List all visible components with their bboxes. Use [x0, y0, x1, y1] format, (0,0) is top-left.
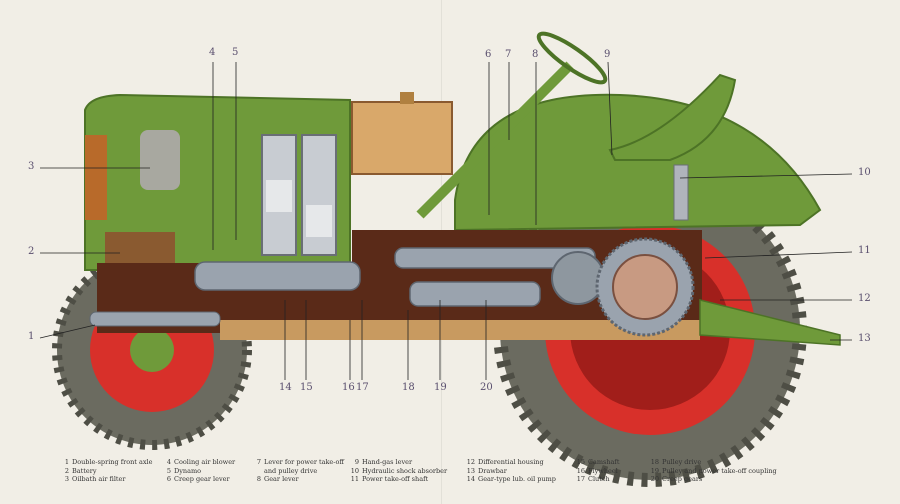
- callout-6: 6: [485, 49, 492, 60]
- callout-4: 4: [209, 47, 216, 58]
- callout-9: 9: [604, 49, 611, 60]
- radiator-grille: [85, 135, 107, 220]
- callout-5: 5: [232, 47, 239, 58]
- callout-20: 20: [480, 382, 493, 393]
- callout-11: 11: [858, 245, 871, 256]
- leader-lines: [39, 61, 853, 380]
- bevel-gear: [551, 251, 605, 305]
- callout-16: 16: [342, 382, 355, 393]
- front-axle: [89, 311, 221, 327]
- callout-8: 8: [532, 49, 539, 60]
- steering-wheel: [536, 31, 608, 85]
- differential-housing: [612, 254, 678, 320]
- callout-12: 12: [858, 293, 871, 304]
- rear-fender: [454, 93, 822, 232]
- crankshaft: [194, 261, 361, 291]
- steering-column: [416, 61, 574, 219]
- housing-bottom: [220, 320, 700, 340]
- callout-14: 14: [279, 382, 292, 393]
- shock-absorber: [673, 164, 689, 221]
- callout-19: 19: [434, 382, 447, 393]
- seat: [608, 73, 737, 161]
- callout-1: 1: [28, 331, 35, 342]
- piston-2: [306, 205, 332, 237]
- legend-item: and pulley drive: [264, 466, 318, 475]
- callout-13: 13: [858, 333, 871, 344]
- callout-17: 17: [356, 382, 369, 393]
- callout-15: 15: [300, 382, 313, 393]
- fuel-cap: [400, 92, 414, 104]
- callout-18: 18: [402, 382, 415, 393]
- callout-10: 10: [858, 167, 871, 178]
- callout-3: 3: [28, 161, 35, 172]
- callout-2: 2: [28, 246, 35, 257]
- callout-7: 7: [505, 49, 512, 60]
- gearbox-shaft-lower: [409, 281, 541, 307]
- piston-1: [266, 180, 292, 212]
- drawbar: [699, 299, 841, 346]
- fuel-tank: [351, 101, 453, 175]
- air-filter: [140, 130, 180, 190]
